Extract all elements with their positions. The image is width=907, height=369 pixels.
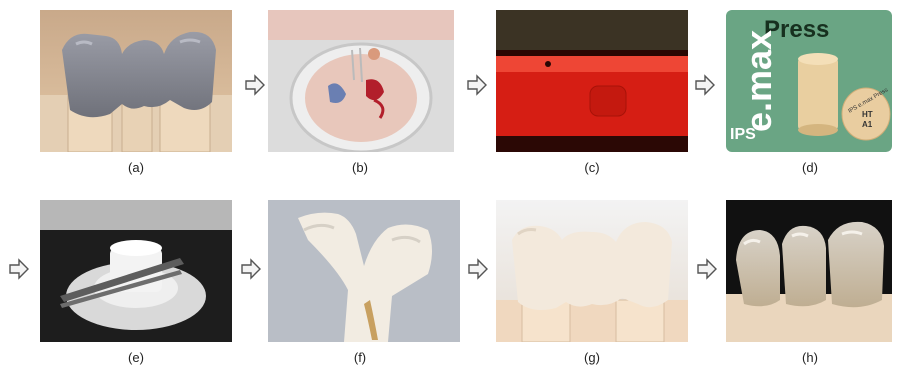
arrow-right-icon xyxy=(466,74,488,96)
panel-a-wax-bridge xyxy=(40,10,232,152)
arrow-right-icon xyxy=(8,258,30,280)
panel-a-caption: (a) xyxy=(116,160,156,175)
ingot-label-line2: HT xyxy=(862,110,873,119)
panel-d-caption: (d) xyxy=(790,160,830,175)
panel-e-caption: (e) xyxy=(116,350,156,365)
ingot-label-line3: A1 xyxy=(862,120,872,129)
panel-g-caption: (g) xyxy=(572,350,612,365)
panel-c-furnace xyxy=(496,10,688,152)
brand-ips-label: IPS xyxy=(730,126,756,144)
panel-c-caption: (c) xyxy=(572,160,612,175)
arrow-right-icon xyxy=(696,258,718,280)
arrow-right-icon xyxy=(244,74,266,96)
arrow-right-icon xyxy=(467,258,489,280)
panel-e-press-furnace xyxy=(40,200,232,342)
ingot-image xyxy=(792,50,892,150)
panel-f-pressed-ceramic xyxy=(268,200,460,342)
panel-b-investment-ring xyxy=(268,10,454,152)
panel-g-pressed-bridge xyxy=(496,200,688,342)
panel-h-caption: (h) xyxy=(790,350,830,365)
panel-b-caption: (b) xyxy=(340,160,380,175)
brand-emax-title: e.max xyxy=(738,42,780,132)
panel-d-emax-press-package: Press e.max IPS IPS e.max Press HT A1 xyxy=(726,10,892,152)
arrow-right-icon xyxy=(694,74,716,96)
panel-h-finished-bridge xyxy=(726,200,892,342)
panel-f-caption: (f) xyxy=(340,350,380,365)
arrow-right-icon xyxy=(240,258,262,280)
